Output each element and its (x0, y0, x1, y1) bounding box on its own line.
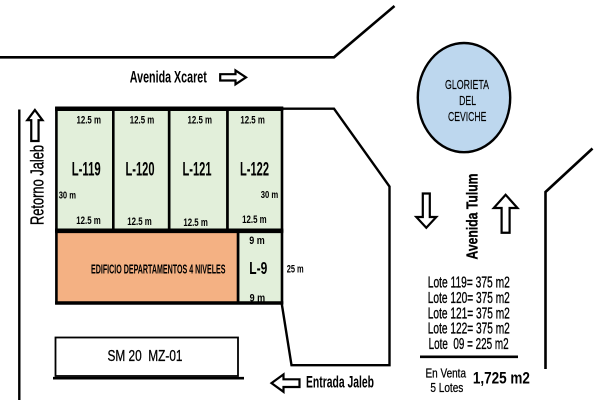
svg-text:9 m: 9 m (250, 293, 266, 305)
svg-text:12.5 m: 12.5 m (240, 115, 265, 127)
svg-text:GLORIETA: GLORIETA (445, 77, 489, 92)
svg-text:9 m: 9 m (249, 235, 265, 247)
svg-text:EDIFICIO DEPARTAMENTOS 4 NIVEL: EDIFICIO DEPARTAMENTOS 4 NIVELES (91, 261, 226, 276)
svg-text:Avenida Xcaret: Avenida Xcaret (130, 69, 207, 87)
svg-text:L-119: L-119 (72, 159, 101, 181)
svg-text:5 Lotes: 5 Lotes (430, 381, 463, 395)
svg-text:12.5 m: 12.5 m (127, 216, 152, 228)
svg-text:En Venta: En Venta (426, 366, 467, 380)
svg-text:CEVICHE: CEVICHE (448, 109, 487, 124)
svg-text:SM 20 MZ-01: SM 20 MZ-01 (108, 348, 183, 365)
svg-text:L-121: L-121 (183, 159, 212, 181)
svg-text:12.5 m: 12.5 m (242, 214, 267, 226)
svg-text:Lote 121= 375 m2: Lote 121= 375 m2 (428, 305, 510, 322)
svg-text:12.5 m: 12.5 m (188, 115, 213, 127)
svg-text:12.5 m: 12.5 m (183, 217, 208, 229)
svg-text:Retorno Jaleb: Retorno Jaleb (27, 145, 48, 225)
svg-text:Entrada Jaleb: Entrada Jaleb (306, 374, 374, 392)
svg-text:Lote 120= 375 m2: Lote 120= 375 m2 (428, 290, 510, 307)
svg-text:L-120: L-120 (126, 159, 155, 181)
svg-text:Lote 119= 375 m2: Lote 119= 375 m2 (428, 275, 510, 292)
svg-text:L-9: L-9 (249, 258, 267, 278)
svg-text:12.5 m: 12.5 m (76, 215, 101, 227)
svg-text:30 m: 30 m (59, 189, 76, 201)
svg-text:1,725 m2: 1,725 m2 (473, 369, 530, 388)
svg-text:30 m: 30 m (261, 189, 279, 201)
svg-text:12.5 m: 12.5 m (76, 115, 101, 127)
svg-text:Lote 09 = 225 m2: Lote 09 = 225 m2 (429, 336, 509, 353)
svg-text:12.5 m: 12.5 m (130, 115, 155, 127)
svg-text:L-122: L-122 (240, 159, 269, 181)
svg-text:Avenida Tulum: Avenida Tulum (465, 174, 482, 260)
svg-text:Lote 122= 375 m2: Lote 122= 375 m2 (428, 321, 510, 338)
svg-text:DEL: DEL (459, 93, 476, 108)
svg-text:25 m: 25 m (287, 263, 304, 275)
